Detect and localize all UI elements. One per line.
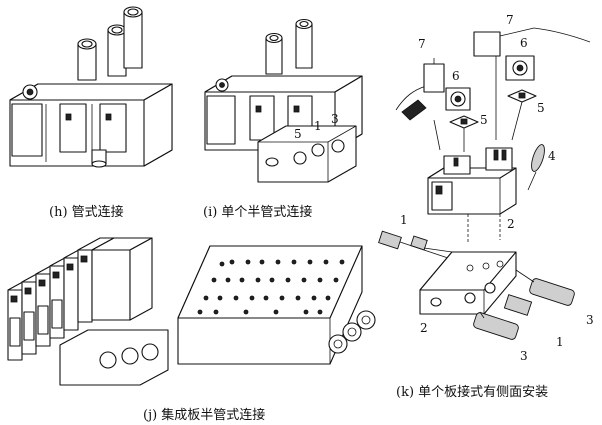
manifold-hole-grid	[197, 259, 345, 315]
figure-k-exploded-subplate-valve: 7 6 5 7 6 5 4 2 1 2 3 1 3 (k) 单个板接式有侧面安装	[378, 13, 594, 400]
callout-k-3b: 3	[520, 349, 528, 363]
cable-icon	[395, 85, 427, 111]
caption-h: (h) 管式连接	[49, 204, 124, 220]
pipe-fitting-icon	[77, 6, 143, 81]
callout-k-1b: 1	[556, 335, 564, 349]
callout-k-2a: 2	[507, 217, 515, 231]
callout-k-7b: 7	[506, 13, 514, 27]
figure-j-manifold-block	[177, 245, 376, 365]
callout-i-port-5: 5	[294, 127, 302, 141]
callout-k-5b: 5	[537, 101, 545, 115]
callout-i-port-1: 1	[314, 119, 322, 133]
caption-i: (i) 单个半管式连接	[203, 204, 312, 220]
callout-k-4: 4	[548, 149, 556, 163]
callout-k-6a: 6	[452, 69, 460, 83]
caption-k: (k) 单个板接式有侧面安装	[396, 384, 548, 400]
callout-k-5a: 5	[480, 113, 488, 127]
side-plug-icon	[531, 144, 545, 172]
push-in-fitting-icon	[378, 230, 428, 251]
callout-i-port-3: 3	[331, 112, 339, 126]
callout-k-7a: 7	[418, 37, 426, 51]
callout-k-2b: 2	[420, 321, 428, 335]
silencer-icon	[473, 278, 575, 340]
callout-k-1a: 1	[400, 213, 408, 227]
callout-k-3a: 3	[586, 313, 594, 327]
callout-k-6b: 6	[520, 36, 528, 50]
valve-stack	[7, 237, 153, 361]
figure-j-manifold-valve-bank: (j) 集成板半管式连接	[7, 237, 265, 423]
caption-j: (j) 集成板半管式连接	[143, 407, 265, 423]
figure-h-pipe-connection-valve: (h) 管式连接	[9, 6, 173, 220]
figure-i-single-subbase-valve: 5 1 3 (i) 单个半管式连接	[203, 18, 363, 220]
